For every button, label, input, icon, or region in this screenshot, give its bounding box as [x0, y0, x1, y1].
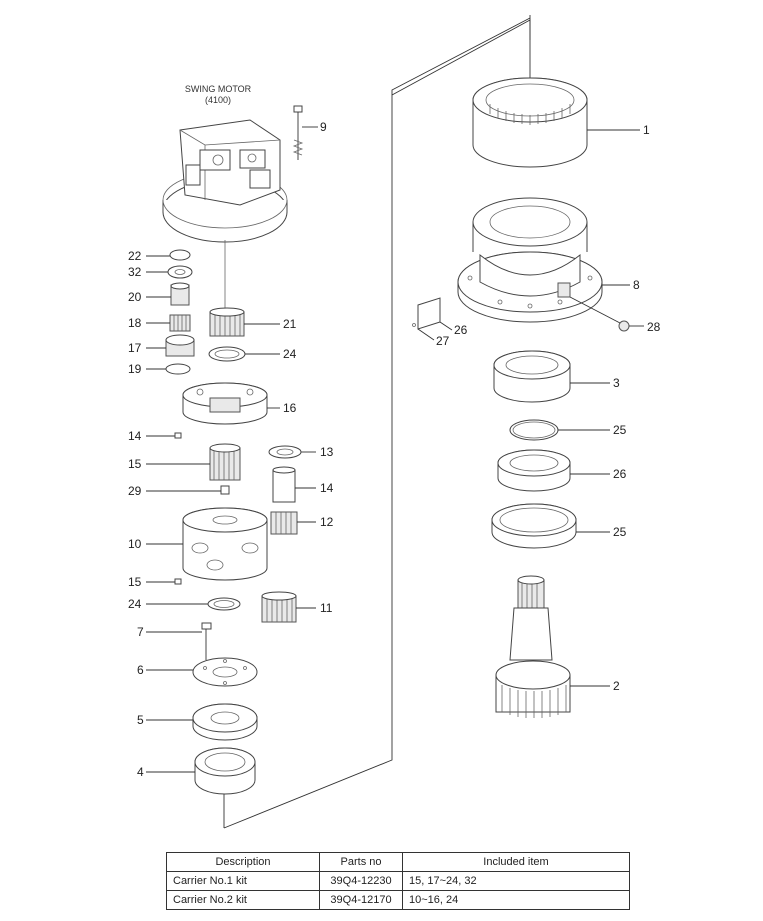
- part-31-stopper: 29: [128, 484, 230, 498]
- part-11-planet-gear: 11: [261, 591, 333, 623]
- callout-31: 29: [128, 484, 142, 498]
- callout-14: 14: [320, 481, 334, 495]
- divider-path: [223, 17, 531, 829]
- part-8-casing: 8: [457, 197, 640, 323]
- exploded-parts-diagram: SWING MOTOR (4100) 9 22 32: [128, 15, 661, 829]
- kit-included-items: 10~16, 24: [402, 890, 630, 910]
- callout-1: 1: [643, 123, 650, 137]
- callout-26: 25: [613, 423, 627, 437]
- part-14-pin: 14: [272, 466, 334, 503]
- part-4-oil-seal: 4: [137, 747, 256, 795]
- callout-21: 20: [128, 290, 142, 304]
- callout-29: 27: [436, 334, 450, 348]
- table-row: Carrier No.1 kit 39Q4-12230 15, 17~24, 3…: [166, 871, 630, 891]
- callout-4: 4: [137, 765, 144, 779]
- part-22-needle-bearing: 21: [209, 307, 297, 337]
- part-2-pinion-shaft: 2: [495, 575, 620, 718]
- part-5-plate: 5: [137, 703, 258, 741]
- callout-20: 19: [128, 362, 142, 376]
- callout-7: 7: [137, 625, 144, 639]
- motor-title: SWING MOTOR: [185, 84, 252, 94]
- callout-9: 9: [320, 120, 327, 134]
- callout-5: 5: [137, 713, 144, 727]
- part-3-roller-bearing: 3: [493, 350, 620, 403]
- callout-24-lower: 24: [128, 597, 142, 611]
- callout-2: 2: [613, 679, 620, 693]
- col-header-included-item: Included item: [402, 852, 630, 872]
- table-row: Carrier No.2 kit 39Q4-12170 10~16, 24: [166, 890, 630, 910]
- part-12-needle-bearing: 12: [270, 511, 334, 535]
- callout-6: 6: [137, 663, 144, 677]
- part-13-washer: 13: [268, 445, 334, 459]
- part-25-roller-bearing: 26: [497, 449, 627, 492]
- callout-10: 10: [128, 537, 142, 551]
- callout-8: 8: [633, 278, 640, 292]
- callout-15-upper: 14: [128, 429, 142, 443]
- part-7-bolt: 7: [137, 622, 212, 660]
- callout-12: 12: [320, 515, 334, 529]
- part-17-carrier-1: 16: [182, 382, 297, 425]
- part-9-spring-bolt: 9: [292, 105, 327, 160]
- kit-description: Carrier No.1 kit: [166, 871, 320, 891]
- callout-32: 32: [128, 265, 142, 279]
- part-15-pin-upper: 14: [128, 429, 182, 443]
- part-28-29-nameplate: 26 27: [412, 297, 468, 348]
- callout-25: 26: [613, 467, 627, 481]
- callout-22: 21: [283, 317, 297, 331]
- callout-11: 11: [320, 601, 333, 615]
- callout-16: 15: [128, 457, 142, 471]
- callout-23: 22: [128, 249, 142, 263]
- swing-motor-body: [162, 119, 288, 310]
- kit-table-header-row: Description Parts no Included item: [166, 852, 630, 872]
- kit-included-items: 15, 17~24, 32: [402, 871, 630, 891]
- callout-27: 25: [613, 525, 627, 539]
- part-30-plug: 28: [569, 296, 661, 334]
- part-19-needle-bearing: 18: [128, 314, 191, 332]
- kit-parts-no: 39Q4-12230: [319, 871, 403, 891]
- callout-17: 16: [283, 401, 297, 415]
- part-23-ring: 22: [128, 249, 191, 263]
- part-24-thrust-washer-lower: 24: [128, 597, 241, 611]
- callout-15-lower: 15: [128, 575, 142, 589]
- callout-24-upper: 24: [283, 347, 297, 361]
- kit-table: Description Parts no Included item Carri…: [166, 852, 630, 910]
- motor-code: (4100): [205, 95, 231, 105]
- part-20-washer: 19: [128, 362, 191, 376]
- callout-13: 13: [320, 445, 334, 459]
- part-32-washer: 32: [128, 265, 193, 279]
- callout-18: 17: [128, 341, 142, 355]
- callout-3: 3: [613, 376, 620, 390]
- col-header-parts-no: Parts no: [319, 852, 403, 872]
- part-18-bearing: 17: [128, 334, 195, 357]
- callout-28: 26: [454, 323, 468, 337]
- col-header-description: Description: [166, 852, 320, 872]
- part-27-oil-seal: 25: [491, 503, 627, 549]
- part-6-plate: 6: [137, 657, 258, 687]
- part-21-bushing: 20: [128, 282, 190, 306]
- part-24-thrust-washer-upper: 24: [208, 346, 297, 362]
- callout-30: 28: [647, 320, 661, 334]
- part-1-ring-gear: 1: [472, 77, 650, 168]
- kit-description: Carrier No.2 kit: [166, 890, 320, 910]
- callout-19: 18: [128, 316, 142, 330]
- part-26-o-ring: 25: [509, 419, 627, 441]
- part-15-pin-lower: 15: [128, 575, 182, 589]
- part-16-sun-gear: 15: [128, 443, 241, 481]
- part-10-carrier-2: 10: [128, 507, 268, 581]
- kit-parts-no: 39Q4-12170: [319, 890, 403, 910]
